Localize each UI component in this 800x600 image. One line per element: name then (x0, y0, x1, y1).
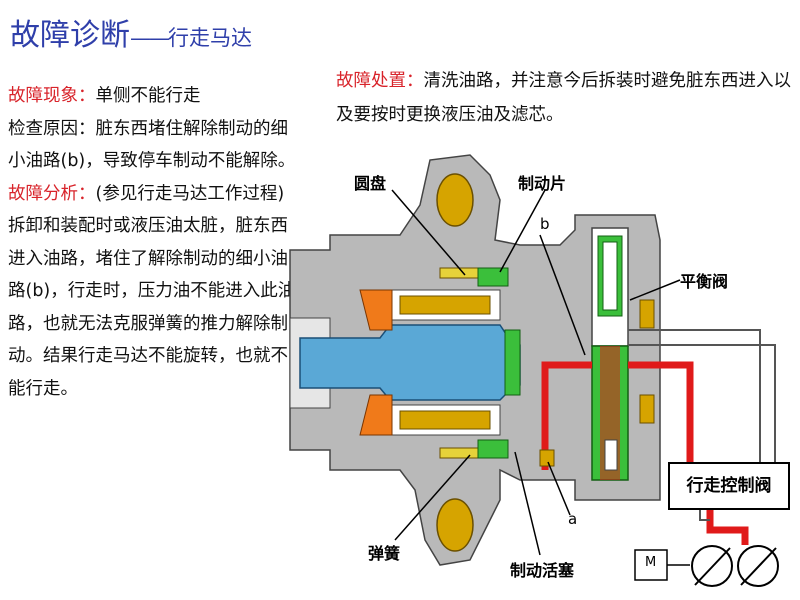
label-spring: 弹簧 (368, 544, 401, 563)
left-explanation: 故障现象：单侧不能行走 检查原因：脏东西堵住解除制动的细小油路(b)，导致停车制… (8, 80, 298, 405)
balance-valve (591, 227, 629, 481)
leader-lines (391, 189, 681, 556)
rotor-assembly (359, 267, 521, 459)
label-motor: M (645, 555, 657, 570)
label-brake-plate: 制动片 (518, 174, 567, 193)
title-dash: —— (130, 26, 170, 50)
cause-label: 检查原因： (8, 118, 96, 139)
label-brake-piston: 制动活塞 (510, 561, 575, 580)
page-title: 故障诊断——行走马达 (10, 10, 252, 54)
brake-piston-part (539, 449, 555, 467)
label-disc: 圆盘 (354, 174, 387, 193)
title-subtitle: 行走马达 (168, 26, 252, 50)
title-main: 故障诊断 (10, 18, 130, 53)
analysis-text: (参见行走马达工作过程)拆卸和装配时或液压油太脏，脏东西进入油路，堵住了解除制动… (8, 183, 296, 399)
treatment-block: 故障处置：清洗油路，并注意今后拆装时避免脏东西进入以及要按时更换液压油及滤芯。 (336, 64, 796, 132)
symptom-text: 单侧不能行走 (95, 86, 201, 106)
treatment-label: 故障处置： (336, 71, 424, 91)
label-passage-b: b (540, 215, 550, 233)
label-passage-a: a (568, 510, 578, 528)
treatment-text: 清洗油路，并注意今后拆装时避免脏东西进入以及要按时更换液压油及滤芯。 (336, 71, 791, 125)
travel-control-valve-box: 行走控制阀 (668, 462, 790, 510)
symptom-label: 故障现象： (8, 86, 96, 106)
pilot-lines (628, 329, 776, 521)
label-balance-valve: 平衡阀 (680, 272, 729, 291)
pressure-oil-lines (541, 361, 749, 545)
analysis-label: 故障分析： (8, 183, 96, 204)
cause-text: 脏东西堵住解除制动的细小油路(b)，导致停车制动不能解除。 (8, 118, 296, 172)
motor-symbol (634, 545, 779, 587)
